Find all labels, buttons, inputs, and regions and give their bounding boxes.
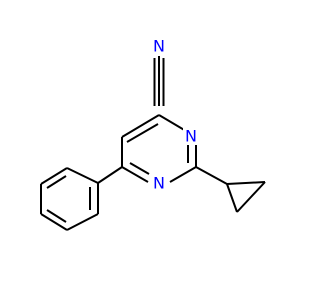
bond-c4-c5 — [121, 114, 160, 138]
structure-diagram: N N N — [40, 37, 266, 231]
atom-labels: N N N — [151, 37, 199, 193]
phenyl-double-1 — [46, 175, 67, 189]
bond-c4-c5-inner — [126, 123, 159, 143]
bond-c6-n1-inner — [129, 162, 150, 175]
bond-n1-c2 — [169, 166, 197, 183]
bond-c6-phenyl — [97, 166, 123, 184]
cyclopropyl-bond-b — [236, 181, 266, 213]
ring-nitrogen-lower-label: N — [153, 174, 165, 193]
molecule-canvas: N N N — [40, 37, 266, 231]
phenyl-bond-4 — [40, 213, 68, 231]
nitrile-group — [153, 56, 165, 106]
phenyl-bond-5 — [66, 213, 99, 231]
pyrimidine-ring — [121, 114, 197, 183]
cyclopropyl-bond-a — [226, 183, 238, 213]
bond-n3-c4 — [158, 114, 187, 132]
bond-c6-n1 — [121, 166, 149, 183]
bond-c2-cyclopropyl — [195, 166, 228, 185]
phenyl-group — [40, 166, 123, 231]
nitrile-nitrogen-label: N — [153, 37, 165, 56]
cyclopropyl-group — [195, 166, 266, 213]
phenyl-double-2 — [46, 209, 67, 223]
phenyl-bond-2 — [40, 167, 68, 185]
cyclopropyl-bond-c — [226, 181, 266, 185]
phenyl-bond-1 — [66, 167, 99, 184]
ring-nitrogen-upper-label: N — [185, 127, 197, 146]
